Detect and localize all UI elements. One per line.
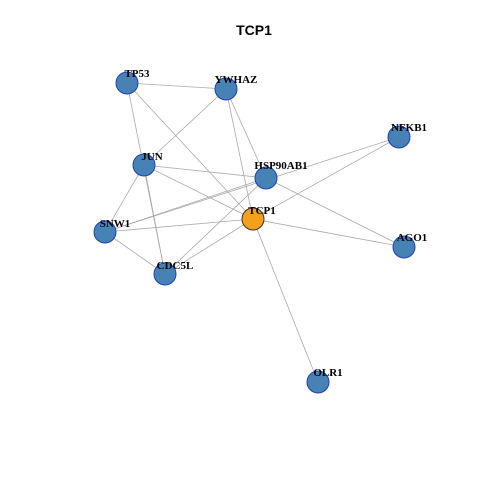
edge-jun-snw1 <box>104 164 145 233</box>
node-tcp1[interactable] <box>241 207 265 231</box>
node-tp53[interactable] <box>115 71 139 95</box>
node-ago1[interactable] <box>392 235 416 259</box>
edge-layer <box>104 82 405 383</box>
node-label-ago1: AGO1 <box>397 232 428 244</box>
edge-hsp90ab1-cdc5l <box>164 177 267 275</box>
node-label-tcp1: TCP1 <box>248 205 276 217</box>
node-ywhaz[interactable] <box>214 77 238 101</box>
node-label-jun: JUN <box>141 151 162 163</box>
edge-hsp90ab1-ago1 <box>265 177 405 248</box>
node-label-ywhaz: YWHAZ <box>215 74 258 86</box>
node-olr1[interactable] <box>306 370 330 394</box>
edge-tp53-tcp1 <box>126 82 254 220</box>
edge-jun-cdc5l <box>143 164 166 275</box>
node-label-cdc5l: CDC5L <box>157 260 194 272</box>
node-label-tp53: TP53 <box>124 68 150 80</box>
node-hsp90ab1[interactable] <box>254 166 278 190</box>
edge-tcp1-snw1 <box>104 218 254 233</box>
node-jun[interactable] <box>132 153 156 177</box>
edge-tcp1-olr1 <box>252 218 319 383</box>
edge-jun-hsp90ab1 <box>143 164 267 179</box>
node-label-olr1: OLR1 <box>313 367 342 379</box>
node-snw1[interactable] <box>93 220 117 244</box>
node-nfkb1[interactable] <box>387 125 411 149</box>
edge-snw1-cdc5l <box>104 231 166 275</box>
node-label-nfkb1: NFKB1 <box>391 122 427 134</box>
graph-title: TCP1 <box>236 22 272 38</box>
edge-ywhaz-hsp90ab1 <box>225 88 267 179</box>
edge-tp53-ywhaz <box>126 82 227 90</box>
node-layer <box>93 71 416 394</box>
edge-ywhaz-jun <box>143 88 227 166</box>
edge-hsp90ab1-snw1 <box>104 177 267 233</box>
node-label-snw1: SNW1 <box>100 218 131 230</box>
edge-tcp1-ago1 <box>252 218 405 248</box>
edge-jun-tcp1 <box>143 164 254 220</box>
edge-ywhaz-tcp1 <box>225 88 254 220</box>
edge-nfkb1-tcp1 <box>252 136 400 220</box>
edge-tcp1-cdc5l <box>164 218 254 275</box>
node-cdc5l[interactable] <box>153 262 177 286</box>
node-label-hsp90ab1: HSP90AB1 <box>254 160 307 172</box>
